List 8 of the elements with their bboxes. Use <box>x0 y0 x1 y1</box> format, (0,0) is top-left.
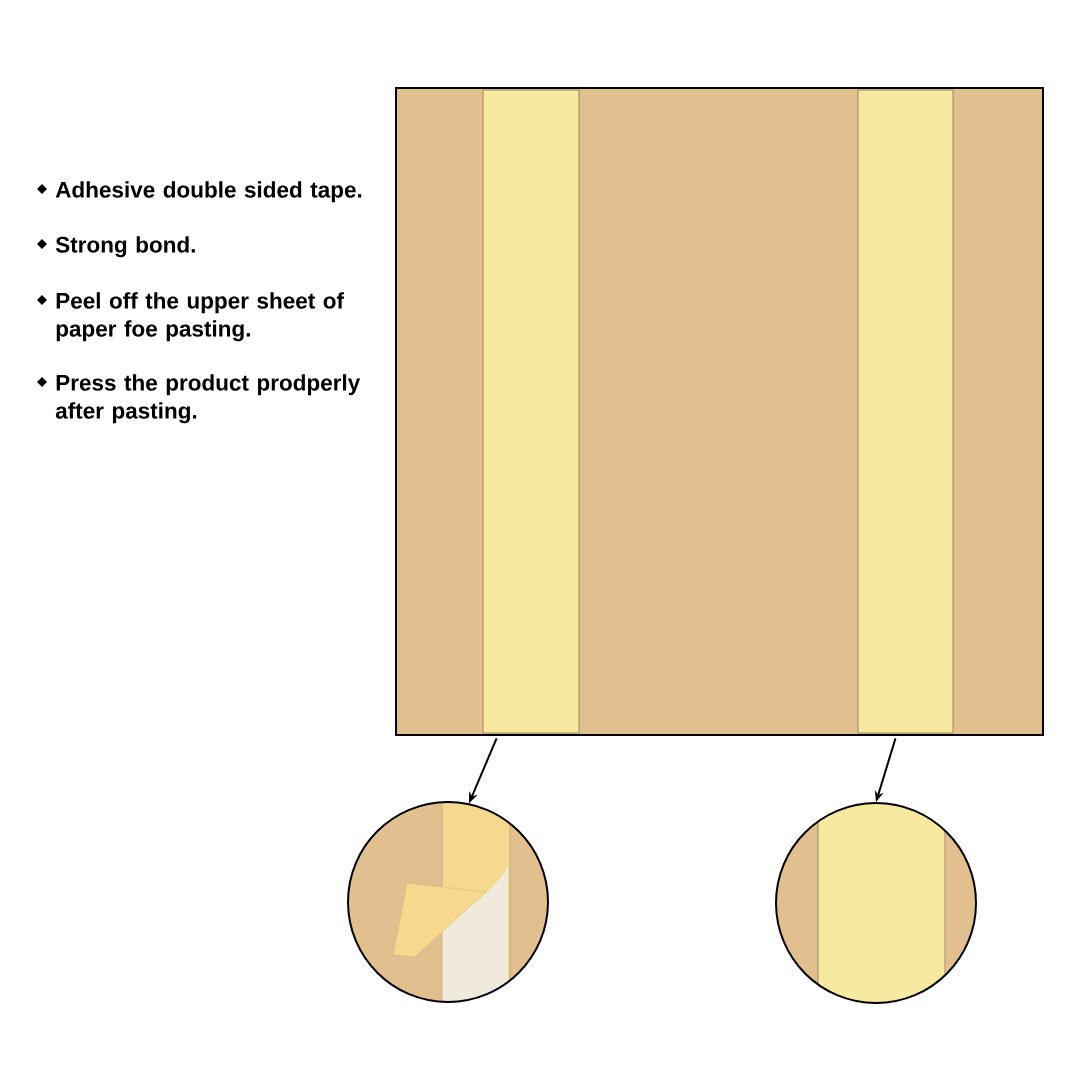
tape-strip <box>482 89 580 734</box>
bullet-text: Strong bond. <box>55 236 195 258</box>
magnified-tape-drawing <box>775 802 977 1004</box>
bullet-text: Peel off the upper sheet of paper foe pasting. <box>56 292 344 342</box>
bullet-text: Press the product prodperly after pasting. <box>55 374 361 424</box>
bullet-text: Adhesive double sided tape. <box>55 181 362 203</box>
tape-strip <box>857 89 954 734</box>
magnified-peeled-tape-drawing <box>347 801 549 1003</box>
